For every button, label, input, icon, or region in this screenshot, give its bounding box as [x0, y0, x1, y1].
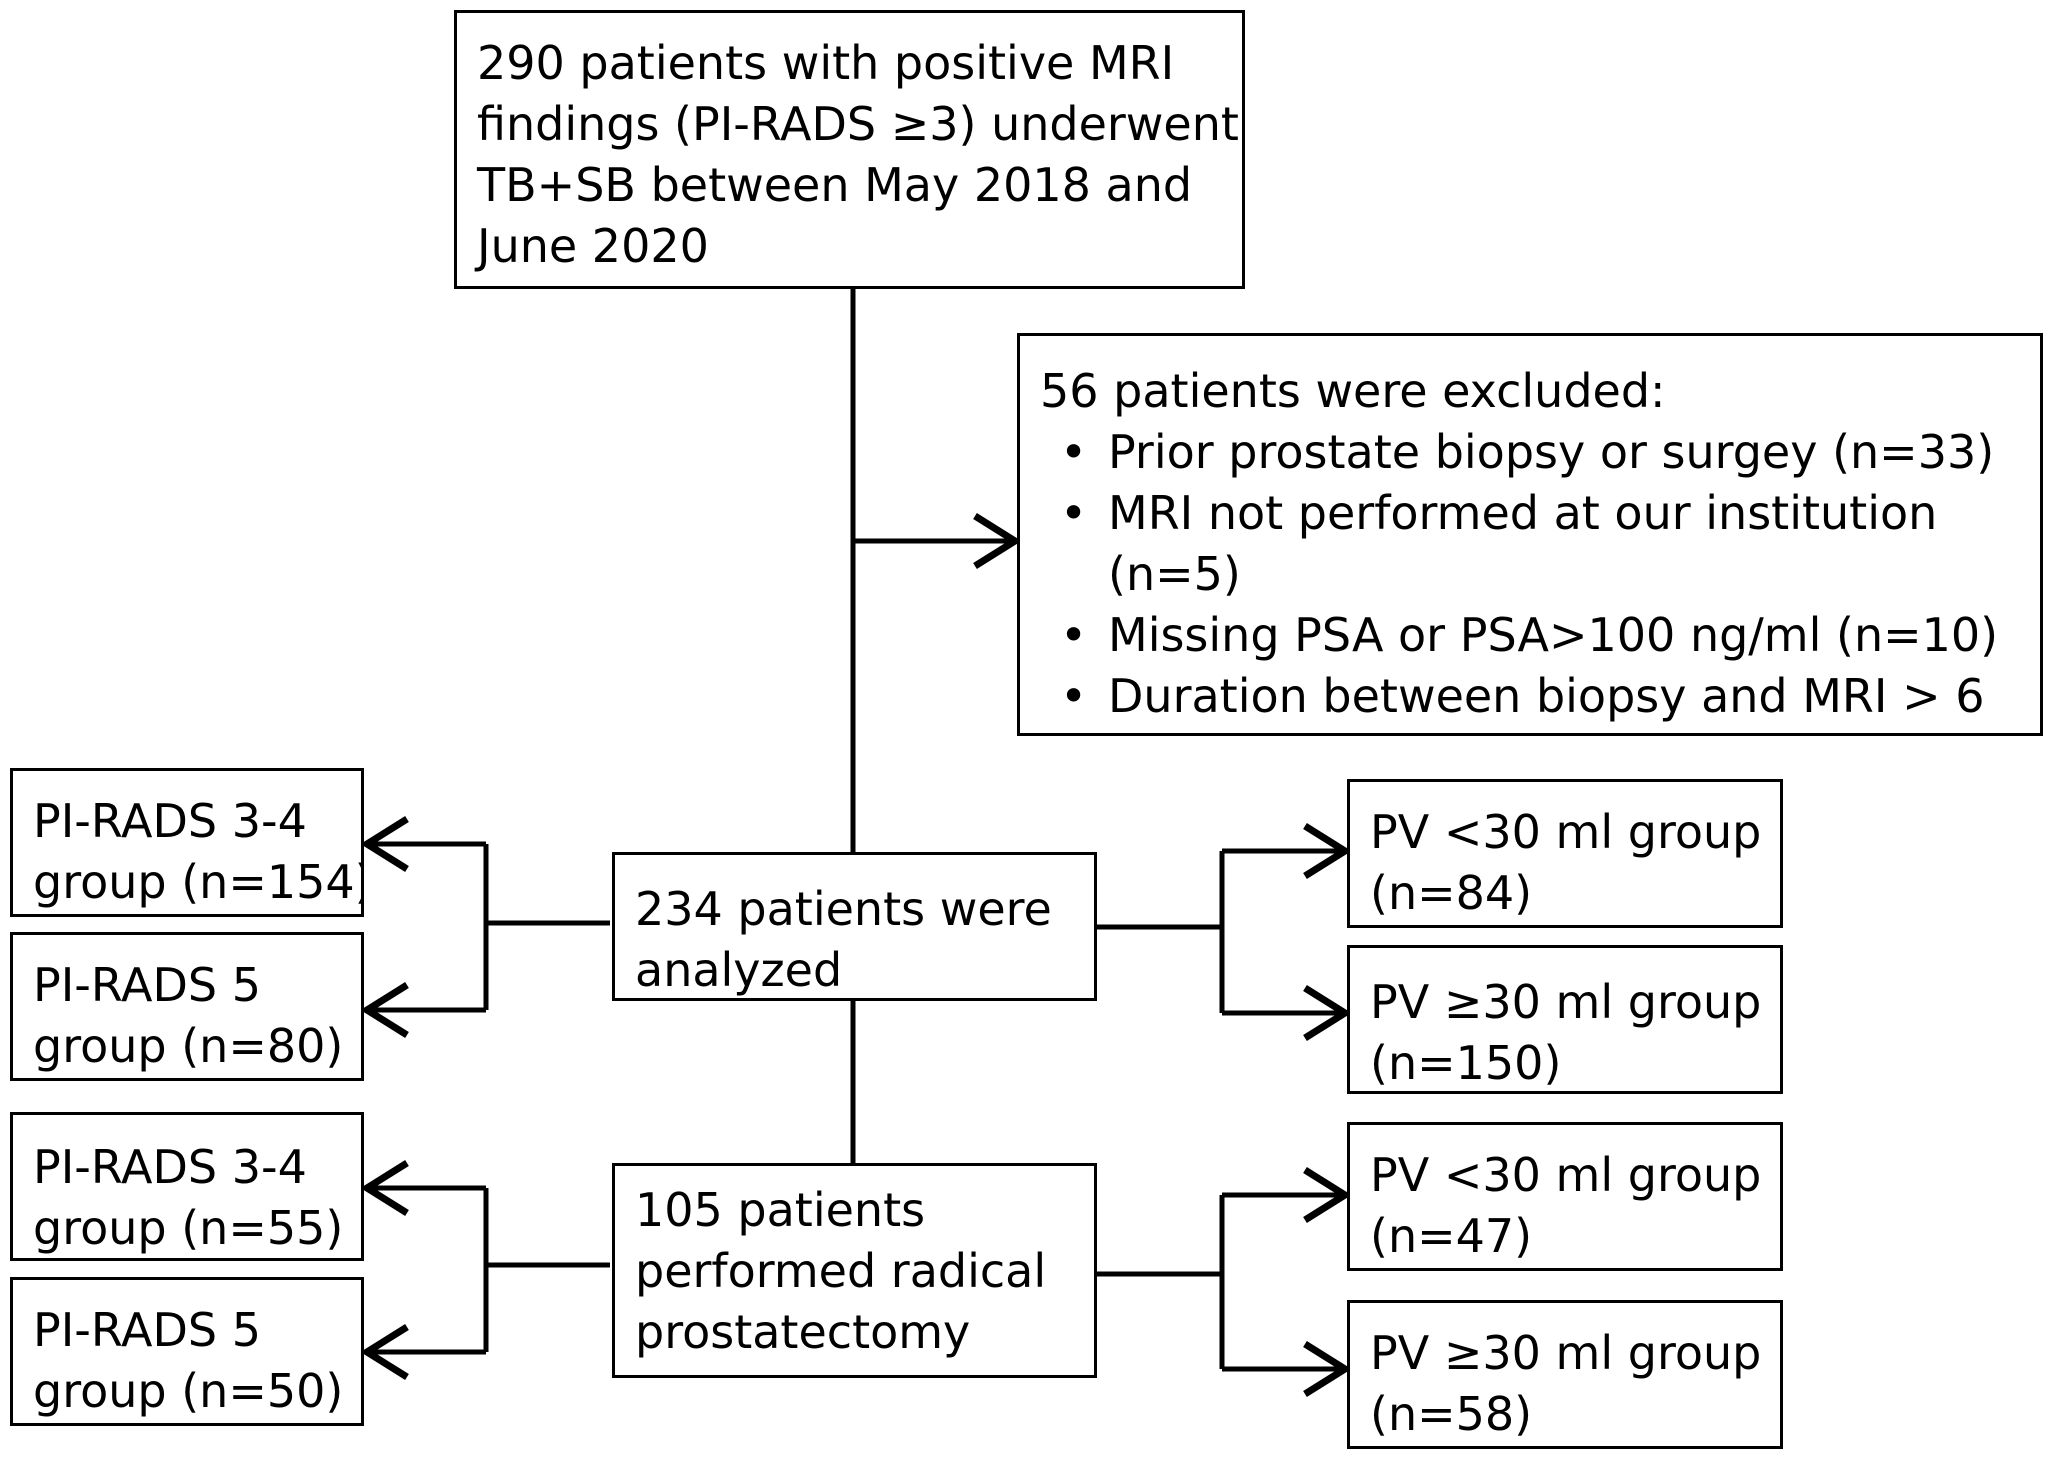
analyzed-pirads-3-4-box: PI-RADS 3-4 group (n=154) [10, 768, 364, 917]
prostatectomy-pirads-5-box: PI-RADS 5 group (n=50) [10, 1277, 364, 1426]
prostatectomy-line: performed radical [635, 1244, 1047, 1298]
group-label: PV ≥30 ml group [1370, 975, 1762, 1029]
analyzed-box: 234 patients were analyzed [612, 852, 1097, 1001]
enrollment-line: TB+SB between May 2018 and [477, 158, 1193, 212]
prostatectomy-pv-ge30-box: PV ≥30 ml group (n=58) [1347, 1300, 1783, 1449]
group-label: PV ≥30 ml group [1370, 1326, 1762, 1380]
exclusion-item: •Prior prostate biopsy or surgey (n=33) [1040, 422, 2022, 483]
analyzed-line: analyzed [635, 943, 843, 997]
bullet-icon: • [1060, 608, 1088, 662]
group-label: PI-RADS 5 [33, 1303, 261, 1357]
group-count: group (n=154) [33, 855, 364, 909]
group-count: (n=84) [1370, 866, 1533, 920]
exclusion-box: 56 patients were excluded: •Prior prosta… [1017, 333, 2043, 736]
group-count: group (n=55) [33, 1201, 344, 1255]
group-label: PI-RADS 5 [33, 958, 261, 1012]
group-label: PV <30 ml group [1370, 805, 1762, 859]
bullet-icon: • [1060, 486, 1088, 540]
enrollment-line: 290 patients with positive MRI [477, 36, 1175, 90]
exclusion-item: •Missing PSA or PSA>100 ng/ml (n=10) [1040, 605, 2022, 666]
analyzed-pirads-5-box: PI-RADS 5 group (n=80) [10, 932, 364, 1081]
prostatectomy-line: 105 patients [635, 1183, 926, 1237]
analyzed-pv-lt30-box: PV <30 ml group (n=84) [1347, 779, 1783, 928]
prostatectomy-line: prostatectomy [635, 1305, 971, 1359]
exclusion-heading: 56 patients were excluded: [1040, 364, 1666, 418]
group-count: (n=58) [1370, 1387, 1533, 1441]
exclusion-item: •Duration between biopsy and MRI > 6 mon… [1040, 666, 2022, 733]
group-label: PI-RADS 3-4 [33, 794, 307, 848]
analyzed-line: 234 patients were [635, 882, 1052, 936]
group-count: (n=47) [1370, 1209, 1533, 1263]
analyzed-pv-ge30-box: PV ≥30 ml group (n=150) [1347, 945, 1783, 1094]
enrollment-box: 290 patients with positive MRI findings … [454, 10, 1245, 289]
group-count: group (n=50) [33, 1364, 344, 1418]
group-label: PI-RADS 3-4 [33, 1140, 307, 1194]
exclusion-list: •Prior prostate biopsy or surgey (n=33) … [1040, 422, 2022, 733]
group-count: (n=150) [1370, 1036, 1562, 1090]
bullet-icon: • [1060, 425, 1088, 479]
prostatectomy-pv-lt30-box: PV <30 ml group (n=47) [1347, 1122, 1783, 1271]
enrollment-line: June 2020 [477, 219, 709, 273]
prostatectomy-pirads-3-4-box: PI-RADS 3-4 group (n=55) [10, 1112, 364, 1261]
group-label: PV <30 ml group [1370, 1148, 1762, 1202]
group-count: group (n=80) [33, 1019, 344, 1073]
exclusion-item: •MRI not performed at our institution (n… [1040, 483, 2022, 605]
bullet-icon: • [1060, 669, 1088, 723]
enrollment-line: findings (PI-RADS ≥3) underwent [477, 97, 1239, 151]
prostatectomy-box: 105 patients performed radical prostatec… [612, 1163, 1097, 1378]
